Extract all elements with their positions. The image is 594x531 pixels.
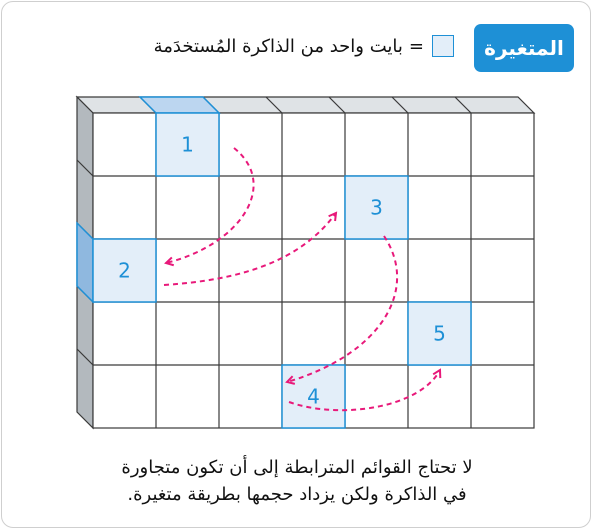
memory-block-face (92, 238, 157, 303)
arrow-3-to-4 (287, 235, 399, 382)
caption-line-1: لا تحتاج القوائم المترابطة إلى أن تكون م… (121, 457, 473, 478)
memory-block-3: 3 (344, 175, 409, 240)
memory-block-2: 2 (76, 221, 157, 304)
memory-block-face (344, 175, 409, 240)
memory-block-label: 2 (118, 259, 131, 283)
memory-block-face (281, 364, 346, 429)
memory-block-label: 1 (181, 133, 194, 157)
memory-block-label: 4 (307, 385, 320, 409)
arrow-1-to-2 (166, 147, 255, 263)
pointer-arrows (163, 147, 440, 412)
memory-block-face (155, 112, 220, 177)
legend-label: بايت واحد من الذاكرة المُستخدَمة (153, 35, 403, 57)
arrow-4-to-5 (288, 370, 440, 412)
memory-block-label: 5 (433, 322, 446, 346)
title-badge: المتغيرة (474, 24, 574, 72)
caption-line-2: في الذاكرة ولكن يزداد حجمها بطريقة متغير… (127, 484, 467, 505)
memory-block-5: 5 (407, 301, 472, 366)
memory-block-4: 4 (281, 364, 346, 429)
memory-blocks: 1 2 3 4 5 (76, 96, 472, 429)
legend-byte-swatch (432, 35, 454, 57)
legend: = بايت واحد من الذاكرة المُستخدَمة (154, 33, 454, 59)
memory-block-label: 3 (370, 196, 383, 220)
memory-block-1: 1 (138, 96, 221, 177)
memory-block-face (407, 301, 472, 366)
legend-equals: = (408, 35, 424, 57)
arrow-2-to-3 (163, 213, 336, 286)
